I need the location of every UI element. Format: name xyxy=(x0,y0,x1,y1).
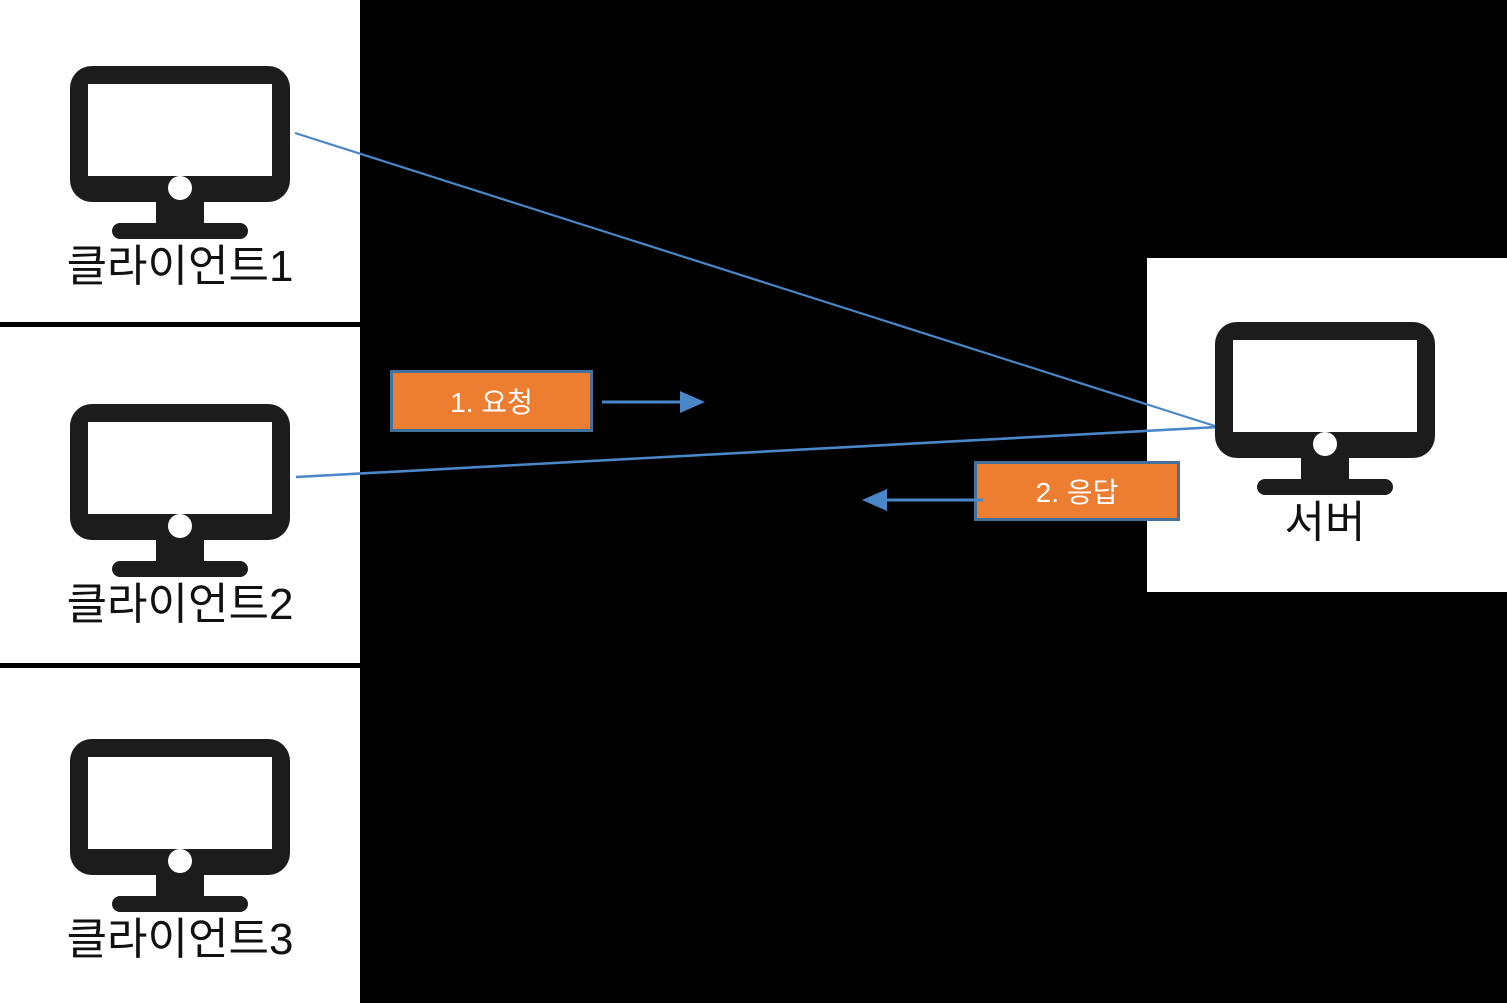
message-box-request[interactable]: 1. 요청 xyxy=(390,370,593,432)
client-node-2-label: 클라이언트2 xyxy=(66,580,294,629)
message-box-response[interactable]: 2. 응답 xyxy=(974,461,1180,521)
client-node-3[interactable]: 클라이언트3 xyxy=(40,735,320,964)
client-node-2[interactable]: 클라이언트2 xyxy=(40,400,320,629)
server-node[interactable]: 서버 xyxy=(1185,318,1465,547)
client-node-1-label: 클라이언트1 xyxy=(66,242,294,291)
desktop-monitor-icon xyxy=(1215,322,1435,495)
client-node-1[interactable]: 클라이언트1 xyxy=(40,62,320,291)
message-box-response-label: 2. 응답 xyxy=(1035,477,1119,508)
message-box-request-label: 1. 요청 xyxy=(450,387,533,418)
client-node-3-label: 클라이언트3 xyxy=(66,915,294,964)
server-node-label: 서버 xyxy=(1284,498,1366,547)
desktop-monitor-icon xyxy=(70,404,290,577)
desktop-monitor-icon xyxy=(70,739,290,912)
arrow-right-icon xyxy=(602,391,705,413)
desktop-monitor-icon xyxy=(70,66,290,239)
arrow-left-icon xyxy=(862,489,983,511)
